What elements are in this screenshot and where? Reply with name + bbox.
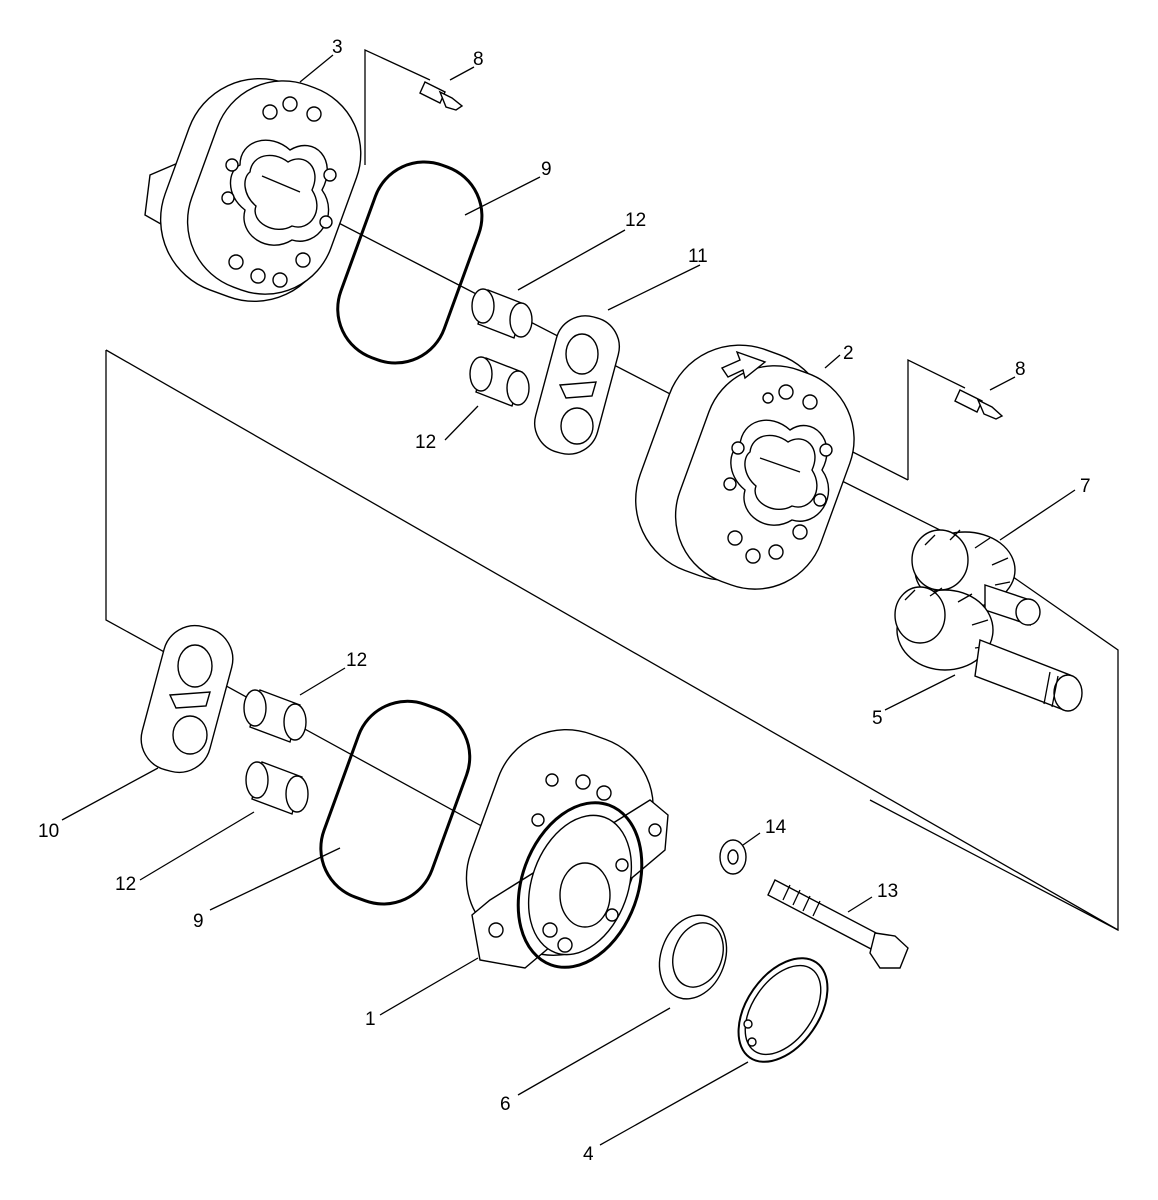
dowel-pin-center bbox=[954, 389, 1004, 420]
bushing-lower-2 bbox=[245, 761, 309, 815]
label-2: 2 bbox=[843, 343, 854, 364]
rear-cover bbox=[144, 77, 362, 303]
part-labels: 3 8 9 12 11 12 2 8 7 5 12 10 12 9 1 14 1… bbox=[38, 37, 1091, 1165]
bushing-upper-1 bbox=[471, 288, 533, 339]
label-1: 1 bbox=[365, 1009, 376, 1030]
lip-seal bbox=[658, 914, 728, 1000]
label-14: 14 bbox=[765, 817, 787, 838]
label-7: 7 bbox=[1080, 476, 1091, 497]
center-body bbox=[635, 344, 855, 590]
label-12-upper: 12 bbox=[625, 210, 646, 231]
label-10: 10 bbox=[38, 821, 59, 842]
bushing-upper-2 bbox=[469, 356, 530, 407]
cap-screw bbox=[767, 879, 909, 969]
label-4: 4 bbox=[583, 1144, 594, 1165]
label-5: 5 bbox=[872, 708, 883, 729]
washer bbox=[719, 839, 747, 875]
wear-plate-upper bbox=[534, 315, 620, 455]
front-cover bbox=[465, 728, 669, 969]
label-12-lower-2: 12 bbox=[115, 874, 136, 895]
label-6: 6 bbox=[500, 1094, 511, 1115]
label-13: 13 bbox=[877, 881, 898, 902]
retaining-ring bbox=[737, 957, 829, 1063]
leader-lines bbox=[61, 54, 1076, 1146]
label-8-upper: 8 bbox=[473, 49, 484, 70]
label-12-middle: 12 bbox=[415, 432, 436, 453]
label-9-upper: 9 bbox=[541, 159, 552, 180]
label-8-center: 8 bbox=[1015, 359, 1026, 380]
o-ring-lower bbox=[319, 699, 472, 906]
label-9-lower: 9 bbox=[193, 911, 204, 932]
label-11: 11 bbox=[688, 246, 708, 267]
wear-plate-lower bbox=[140, 624, 234, 774]
label-12-lower-1: 12 bbox=[346, 650, 367, 671]
dowel-pin-upper bbox=[419, 81, 464, 111]
label-3: 3 bbox=[332, 37, 343, 58]
drive-gear bbox=[894, 586, 1083, 712]
bushing-lower-1 bbox=[243, 689, 307, 743]
o-ring-upper bbox=[336, 160, 484, 365]
